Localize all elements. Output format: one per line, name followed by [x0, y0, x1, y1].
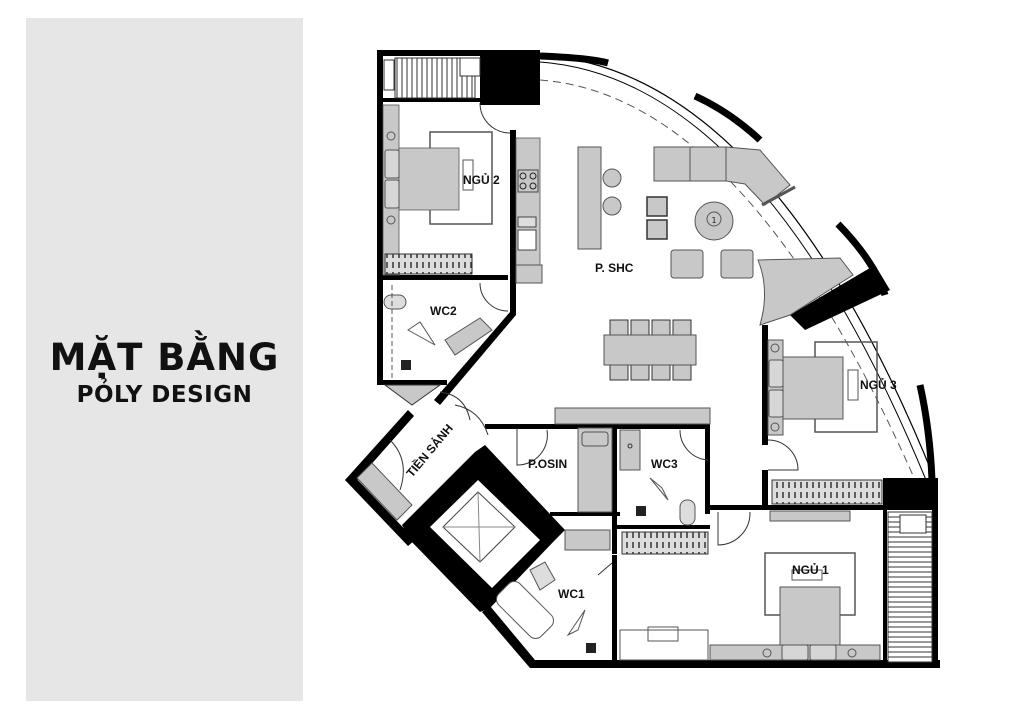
wc3: WC3: [564, 429, 709, 555]
room-label-wc3: WC3: [651, 457, 678, 471]
page-title: MẶT BẰNG: [49, 336, 280, 379]
door-swing: [767, 439, 799, 471]
armchair: [720, 249, 754, 279]
armchair: [670, 249, 704, 279]
room-label-bedroom2: NGỦ 2: [463, 172, 500, 187]
lamp-icon: [386, 215, 396, 225]
table-marker: 1: [711, 216, 716, 225]
shoe-cabinet: [356, 462, 413, 521]
door-swing: [717, 511, 751, 546]
wc1: WC1: [495, 561, 613, 653]
wc2: WC2: [383, 282, 509, 406]
room-label-bedroom1: NGỦ 1: [792, 562, 829, 577]
cabinet: [554, 407, 711, 425]
toilet-icon: [679, 499, 696, 526]
toilet-icon: [529, 561, 556, 591]
balcony: [887, 511, 933, 663]
room-label-wc1: WC1: [558, 587, 585, 601]
toilet-icon: [383, 294, 407, 310]
dining-table: [603, 319, 697, 381]
room-label-maid: P.OSIN: [528, 457, 567, 471]
wardrobe: [621, 531, 709, 555]
door-swing: [516, 428, 548, 466]
bedroom-3: NGỦ 3: [767, 339, 897, 505]
maid-room: P.OSIN: [516, 427, 613, 513]
bar-counter: [577, 146, 602, 250]
room-label-wc2: WC2: [430, 304, 457, 318]
bedroom-2: NGỦ 2: [382, 102, 511, 276]
kitchen-counter: [515, 137, 543, 284]
room-label-living: P. SHC: [595, 261, 634, 275]
burner-icon: [519, 172, 527, 180]
living-room: 1 P. SHC: [554, 146, 854, 425]
sectional-sofa: [653, 146, 796, 207]
room-label-bedroom3: NGỦ 3: [860, 377, 897, 392]
door-swing: [479, 102, 511, 134]
bar-stool: [602, 196, 622, 216]
lamp-icon: [386, 131, 396, 141]
door-swing: [479, 282, 509, 312]
bedroom-1: NGỦ 1: [619, 510, 881, 661]
title-panel: MẶT BẰNG PỎLY DESIGN: [26, 18, 303, 701]
door-swing: [679, 429, 709, 461]
walls: [345, 50, 940, 668]
laundry-balcony: [383, 57, 481, 99]
title-block: MẶT BẰNG PỎLY DESIGN: [26, 336, 303, 410]
wardrobe: [771, 479, 883, 505]
room-label-foyer: TIỀN SẢNH: [403, 421, 456, 480]
sink-icon: [444, 317, 493, 356]
sink-icon: [517, 216, 537, 228]
bathtub: [495, 580, 555, 640]
coffee-table: [694, 201, 734, 241]
bar-stool: [602, 168, 622, 188]
sink-icon: [619, 429, 641, 471]
page-subtitle: PỎLY DESIGN: [76, 382, 253, 408]
